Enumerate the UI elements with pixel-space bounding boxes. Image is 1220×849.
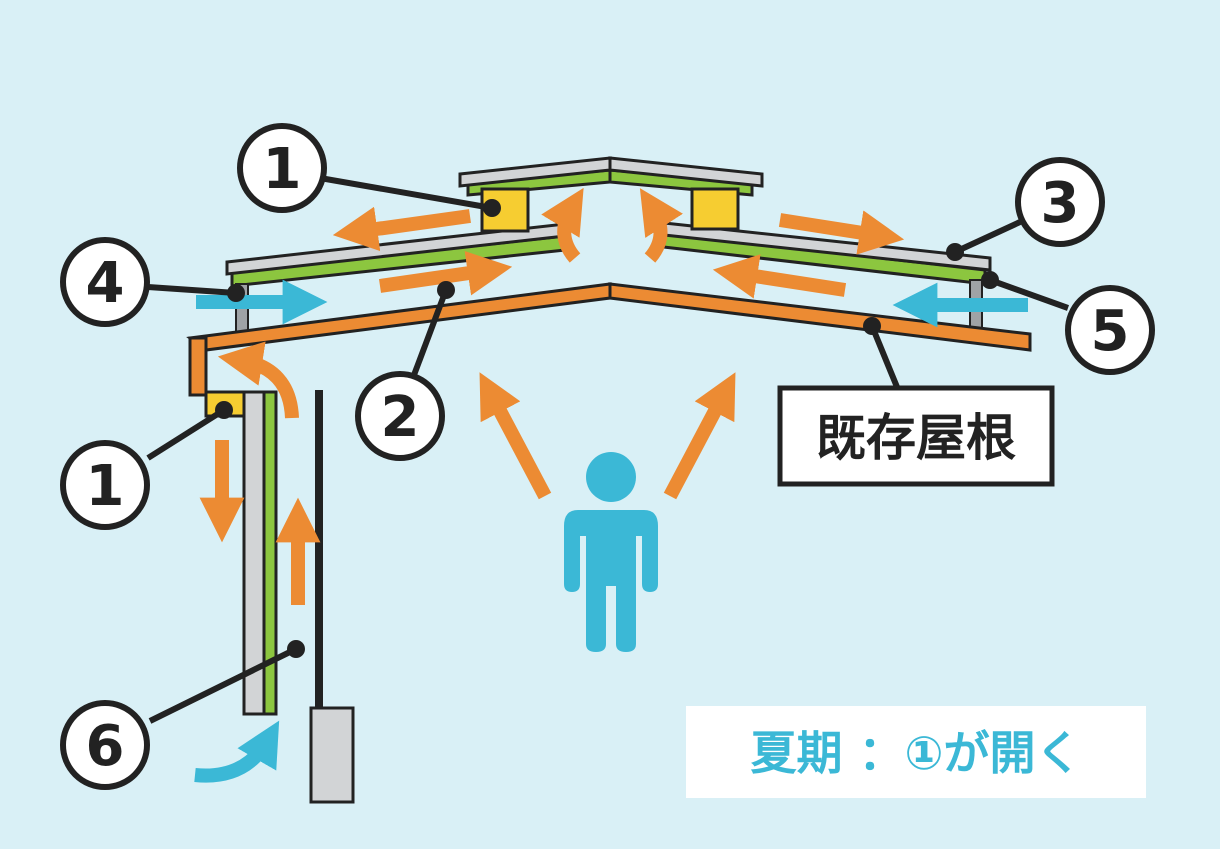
leader-5 — [988, 277, 1070, 311]
existing-roof-label-text: 既存屋根 — [816, 409, 1016, 467]
callout-2: 2 — [355, 371, 445, 461]
arrow-gap-up-right — [712, 254, 847, 299]
arrow-room-up-right — [663, 372, 736, 500]
callout-1-top-text: 1 — [263, 137, 302, 202]
callout-1-eave-text: 1 — [86, 454, 125, 519]
callout-5-text: 5 — [1091, 299, 1130, 364]
person-icon — [564, 452, 658, 652]
existing-roof-label: 既存屋根 — [777, 385, 1055, 487]
callout-6-text: 6 — [86, 714, 125, 779]
arrow-ground-intake — [194, 720, 280, 783]
leader-2 — [411, 288, 449, 377]
callout-5: 5 — [1065, 285, 1155, 375]
callout-1-eave: 1 — [60, 440, 150, 530]
leader-6 — [148, 646, 298, 724]
wall-footing — [309, 706, 355, 804]
leader-existing-roof — [869, 324, 900, 389]
ridge-sheet-right — [608, 156, 764, 188]
existing-roof-left — [186, 282, 612, 352]
leader-4 — [147, 284, 237, 296]
arrow-ridge-out-right — [778, 210, 905, 255]
callout-3-text: 3 — [1041, 171, 1080, 236]
leader-1-top — [319, 175, 493, 211]
outer-roof — [225, 156, 992, 337]
arrow-eave-curl — [217, 341, 299, 419]
eave-fascia — [188, 336, 208, 397]
callout-4: 4 — [60, 237, 150, 327]
callout-1-top: 1 — [237, 123, 327, 213]
arrow-room-up-left — [479, 372, 552, 500]
callout-4-text: 4 — [86, 251, 125, 316]
callout-2-text: 2 — [381, 385, 420, 450]
arrow-gap-up-left — [378, 251, 513, 296]
existing-roof-right — [608, 282, 1032, 352]
arrow-ridge-out-left — [332, 206, 471, 252]
orange-airflow — [199, 187, 905, 605]
leader-dots — [215, 199, 999, 658]
season-caption-text: 夏期 ：①が開く — [751, 726, 1082, 780]
wall-green-panel — [262, 390, 278, 716]
blue-airflow — [194, 279, 1028, 783]
wall — [242, 390, 355, 804]
callout-3: 3 — [1015, 157, 1105, 247]
season-caption: 夏期 ：①が開く — [686, 706, 1146, 798]
leader-lines — [146, 175, 1070, 724]
arrow-curl-left — [541, 187, 584, 263]
arrow-curl-right — [639, 188, 683, 263]
ridge-vent-block-right — [690, 187, 740, 231]
leader-1-eave — [146, 407, 226, 461]
leader-3 — [953, 219, 1022, 255]
callout-6: 6 — [60, 700, 150, 790]
